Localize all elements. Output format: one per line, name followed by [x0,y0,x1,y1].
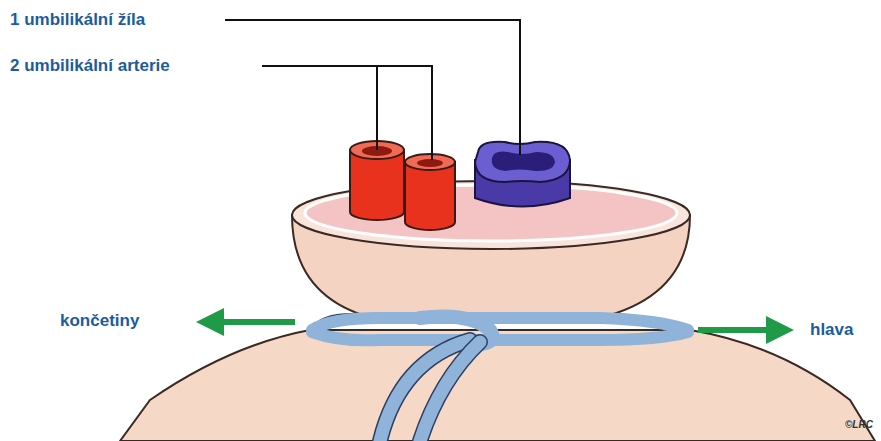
direction-arrow-head [196,308,224,336]
direction-arrow [698,327,768,333]
artery-vessel [405,162,455,230]
tie-band [312,332,688,340]
direction-label: hlava [810,320,853,340]
artery-lumen [417,159,443,167]
vein-lumen [492,152,555,172]
tie-outline [310,314,690,343]
direction-arrow [222,319,295,325]
direction-label: končetiny [60,311,139,331]
tie-end [420,342,480,441]
copyright-mark: ©LRC [845,419,873,431]
vein-opening [475,142,570,182]
tie-band [312,318,688,330]
skin-surface [120,330,875,441]
artery-vessel [350,150,404,220]
direction-arrow-head [766,316,794,344]
leader-line [262,66,432,160]
leader-line [225,20,520,155]
leader-line [376,66,378,150]
vein-label: 1 umbilikální žíla [10,10,145,30]
artery-label: 2 umbilikální arterie [10,56,170,76]
tie-end [420,342,480,441]
artery-opening [405,154,455,170]
